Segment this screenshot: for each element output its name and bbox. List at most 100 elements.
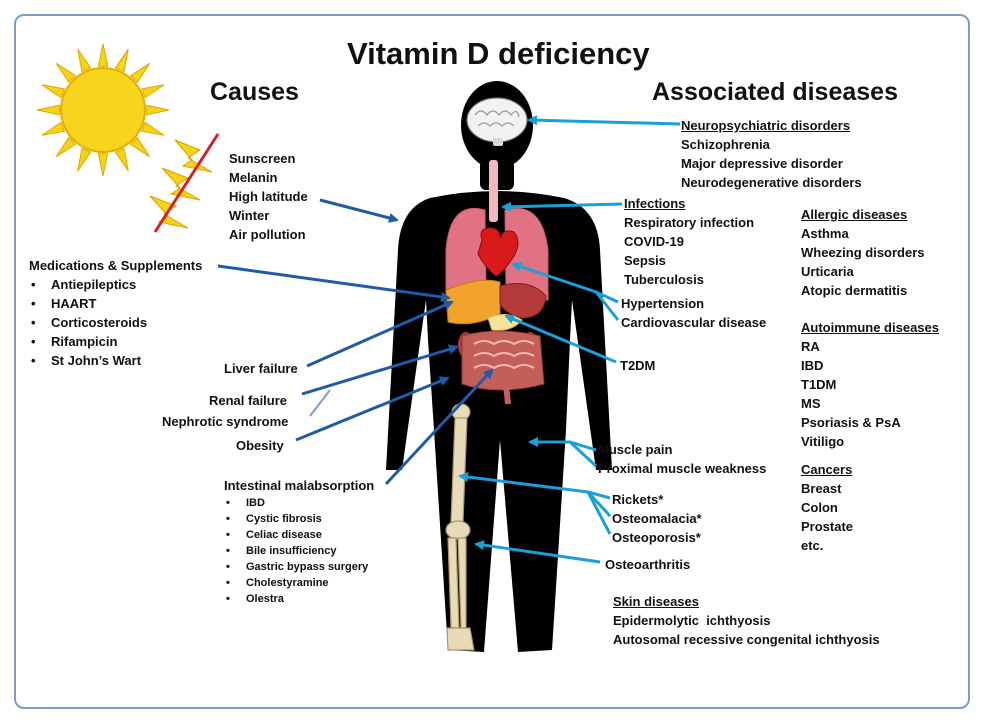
sun-ray [77, 147, 92, 172]
disease-item: Schizophrenia [681, 137, 770, 152]
sun-ray [36, 104, 60, 116]
malabsorption-item: Celiac disease [224, 527, 374, 543]
page-title: Vitamin D deficiency [347, 36, 650, 71]
brain-icon [466, 97, 528, 146]
disease-item: Respiratory infection [624, 215, 755, 230]
sun-ray [114, 147, 129, 172]
sun-ray [97, 153, 109, 177]
leg-bones-icon [445, 403, 475, 651]
disease-item: Osteomalacia* [612, 511, 702, 526]
sun-ray [41, 84, 66, 99]
arrow-liver [306, 300, 454, 368]
stomach-icon [499, 283, 547, 319]
arrow-cardio-branch [594, 291, 620, 321]
disease-item: etc. [801, 538, 824, 553]
sun-ray [114, 48, 129, 73]
arrow-neuro [527, 115, 681, 126]
arrow-t2dm [504, 314, 617, 364]
sun-ray [77, 48, 92, 73]
arrow-oa [474, 540, 601, 564]
sun-ray [129, 136, 151, 158]
blocked-sunrays-icon [149, 133, 220, 233]
disease-item: Psoriasis & PsA [801, 415, 901, 430]
renal-failure-label: Renal failure [209, 393, 288, 408]
malabsorption-group: Intestinal malabsorption IBD Cystic fibr… [224, 476, 374, 607]
disease-item: Epidermolytic ichthyosis [613, 613, 771, 628]
disease-item: Prostate [801, 519, 854, 534]
environmental-causes: Sunscreen Melanin High latitude Winter A… [229, 149, 308, 244]
arrow-malabsorption [384, 368, 494, 486]
malabsorption-item: Gastric bypass surgery [224, 559, 374, 575]
disease-item: Osteoporosis* [612, 530, 701, 545]
muscle-group: Muscle pain Proximal muscle weakness [598, 440, 766, 478]
sun-icon [36, 43, 170, 177]
cause-item: Sunscreen [229, 151, 296, 166]
infections-group: Infections Respiratory infection COVID-1… [624, 194, 754, 289]
sun-ray [129, 62, 151, 84]
obesity-label: Obesity [236, 438, 284, 453]
associated-diseases-heading: Associated diseases [652, 78, 898, 106]
arrow-renal [301, 344, 459, 396]
malabsorption-title: Intestinal malabsorption [224, 478, 375, 493]
disease-item: Hypertension [621, 296, 705, 311]
medication-item: St John’s Wart [29, 351, 202, 370]
malabsorption-item: Olestra [224, 591, 374, 607]
disease-item: RA [801, 339, 820, 354]
medication-item: Rifampicin [29, 332, 202, 351]
autoimmune-diseases-title: Autoimmune diseases [801, 320, 939, 335]
sun-ray [140, 84, 165, 99]
allergic-diseases-title: Allergic diseases [801, 207, 908, 222]
malabsorption-item: Cystic fibrosis [224, 511, 374, 527]
liver-icon [445, 279, 501, 325]
osteoarthritis-label: Osteoarthritis [605, 557, 691, 572]
malabsorption-item: IBD [224, 495, 374, 511]
arrow-muscle-branch [568, 440, 598, 468]
disease-item: Autosomal recessive congenital ichthyosi… [613, 632, 880, 647]
disease-item: IBD [801, 358, 824, 373]
bone-group: Rickets* Osteomalacia* Osteoporosis* [612, 490, 702, 547]
disease-item: Urticaria [801, 264, 854, 279]
disease-item: Wheezing disorders [801, 245, 925, 260]
heart-icon [477, 227, 519, 277]
t2dm-label: T2DM [620, 358, 656, 373]
disease-item: Proximal muscle weakness [598, 461, 767, 476]
arrow-environment [319, 198, 399, 223]
medication-item: Antiepileptics [29, 275, 202, 294]
neuropsychiatric-title: Neuropsychiatric disorders [681, 118, 851, 133]
cancers-group: Cancers Breast Colon Prostate etc. [801, 460, 853, 555]
disease-item: Asthma [801, 226, 849, 241]
disease-item: MS [801, 396, 821, 411]
cause-item: Air pollution [229, 227, 306, 242]
arrow-bone-branch-2 [586, 491, 612, 535]
arrow-renal-branch [309, 389, 331, 417]
allergic-diseases-group: Allergic diseases Asthma Wheezing disord… [801, 205, 925, 300]
disease-item: Cardiovascular disease [621, 315, 767, 330]
infections-title: Infections [624, 196, 686, 211]
sun-ray [55, 62, 77, 84]
connector-arrows [217, 115, 681, 564]
cause-item: Melanin [229, 170, 278, 185]
causes-heading: Causes [210, 78, 299, 106]
disease-item: Muscle pain [598, 442, 673, 457]
cancers-title: Cancers [801, 462, 853, 477]
disease-item: Vitiligo [801, 434, 845, 449]
cause-item: Winter [229, 208, 270, 223]
disease-item: COVID-19 [624, 234, 684, 249]
lungs-icon [445, 208, 549, 302]
disease-item: Breast [801, 481, 842, 496]
intestines-icon [461, 330, 545, 405]
arrow-infections [501, 201, 623, 212]
medications-title: Medications & Supplements [29, 258, 203, 273]
arrow-medications [217, 264, 451, 302]
nephrotic-syndrome-label: Nephrotic syndrome [162, 414, 289, 429]
neuropsychiatric-group: Neuropsychiatric disorders Schizophrenia… [681, 116, 862, 192]
sun-ray [41, 121, 66, 136]
medication-item: HAART [29, 294, 202, 313]
medications-group: Medications & Supplements Antiepileptics… [29, 256, 202, 370]
sun-ray [140, 121, 165, 136]
medication-item: Corticosteroids [29, 313, 202, 332]
sun-ray [146, 104, 170, 116]
sun-ray [55, 136, 77, 158]
cardiovascular-group: Hypertension Cardiovascular disease [621, 294, 766, 332]
skin-diseases-title: Skin diseases [613, 594, 699, 609]
